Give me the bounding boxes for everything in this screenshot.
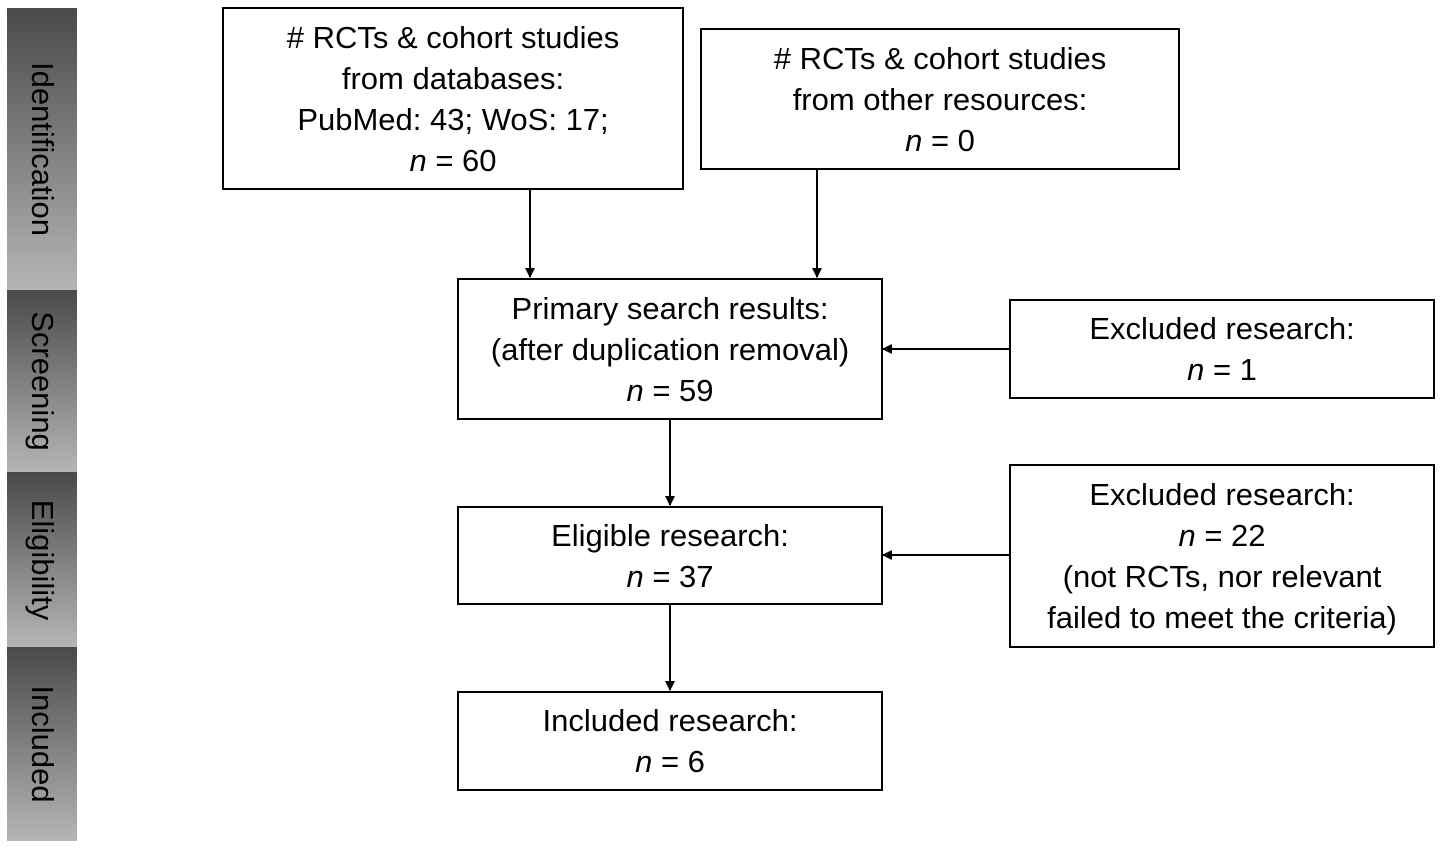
count-value: = 6 (652, 744, 705, 779)
box-line: # RCTs & cohort studies (286, 19, 620, 55)
box-line: Eligible research: (551, 517, 789, 553)
count-value: = 22 (1195, 518, 1266, 553)
box-count: n = 6 (635, 741, 705, 782)
count-value: = 0 (922, 122, 975, 158)
box-included: Included research: n = 6 (457, 691, 883, 791)
box-line: # RCTs & cohort studies (773, 40, 1107, 76)
box-line: PubMed: 43; WoS: 17; (297, 101, 609, 137)
n-symbol: n (1187, 352, 1205, 387)
box-line: from other resources: (792, 81, 1088, 117)
box-excluded-criteria: Excluded research: n = 22 (not RCTs, nor… (1009, 464, 1435, 648)
count-value: = 1 (1204, 352, 1257, 387)
box-excluded-duplicates: Excluded research: n = 1 (1009, 299, 1435, 399)
n-symbol: n (626, 558, 644, 594)
box-line: failed to meet the criteria) (1047, 600, 1397, 635)
box-count: n = 0 (905, 120, 975, 161)
box-count: n = 37 (626, 556, 713, 597)
box-count: n = 59 (626, 370, 713, 411)
stage-included: Included (7, 647, 77, 841)
n-symbol: n (409, 142, 427, 178)
box-line: Excluded research: (1089, 311, 1355, 346)
box-line: from databases: (341, 60, 565, 96)
box-line: Included research: (542, 703, 798, 738)
count-value: = 60 (426, 142, 497, 178)
n-symbol: n (635, 744, 653, 779)
stage-identification: Identification (7, 8, 77, 290)
box-line: (not RCTs, nor relevant (1062, 559, 1382, 594)
box-line: (after duplication removal) (490, 331, 850, 367)
box-count: n = 60 (409, 140, 496, 181)
box-other-resources: # RCTs & cohort studies from other resou… (700, 28, 1180, 170)
count-value: = 59 (643, 372, 714, 408)
stage-screening: Screening (7, 290, 77, 472)
stage-eligibility: Eligibility (7, 472, 77, 647)
box-eligible: Eligible research: n = 37 (457, 506, 883, 605)
box-line: Primary search results: (511, 290, 829, 326)
box-count: n = 22 (1178, 515, 1265, 556)
box-primary-search: Primary search results: (after duplicati… (457, 278, 883, 420)
box-line: Excluded research: (1089, 477, 1355, 512)
box-count: n = 1 (1187, 349, 1257, 390)
n-symbol: n (626, 372, 644, 408)
n-symbol: n (1178, 518, 1196, 553)
box-databases: # RCTs & cohort studies from databases: … (222, 7, 684, 190)
n-symbol: n (905, 122, 923, 158)
count-value: = 37 (643, 558, 714, 594)
